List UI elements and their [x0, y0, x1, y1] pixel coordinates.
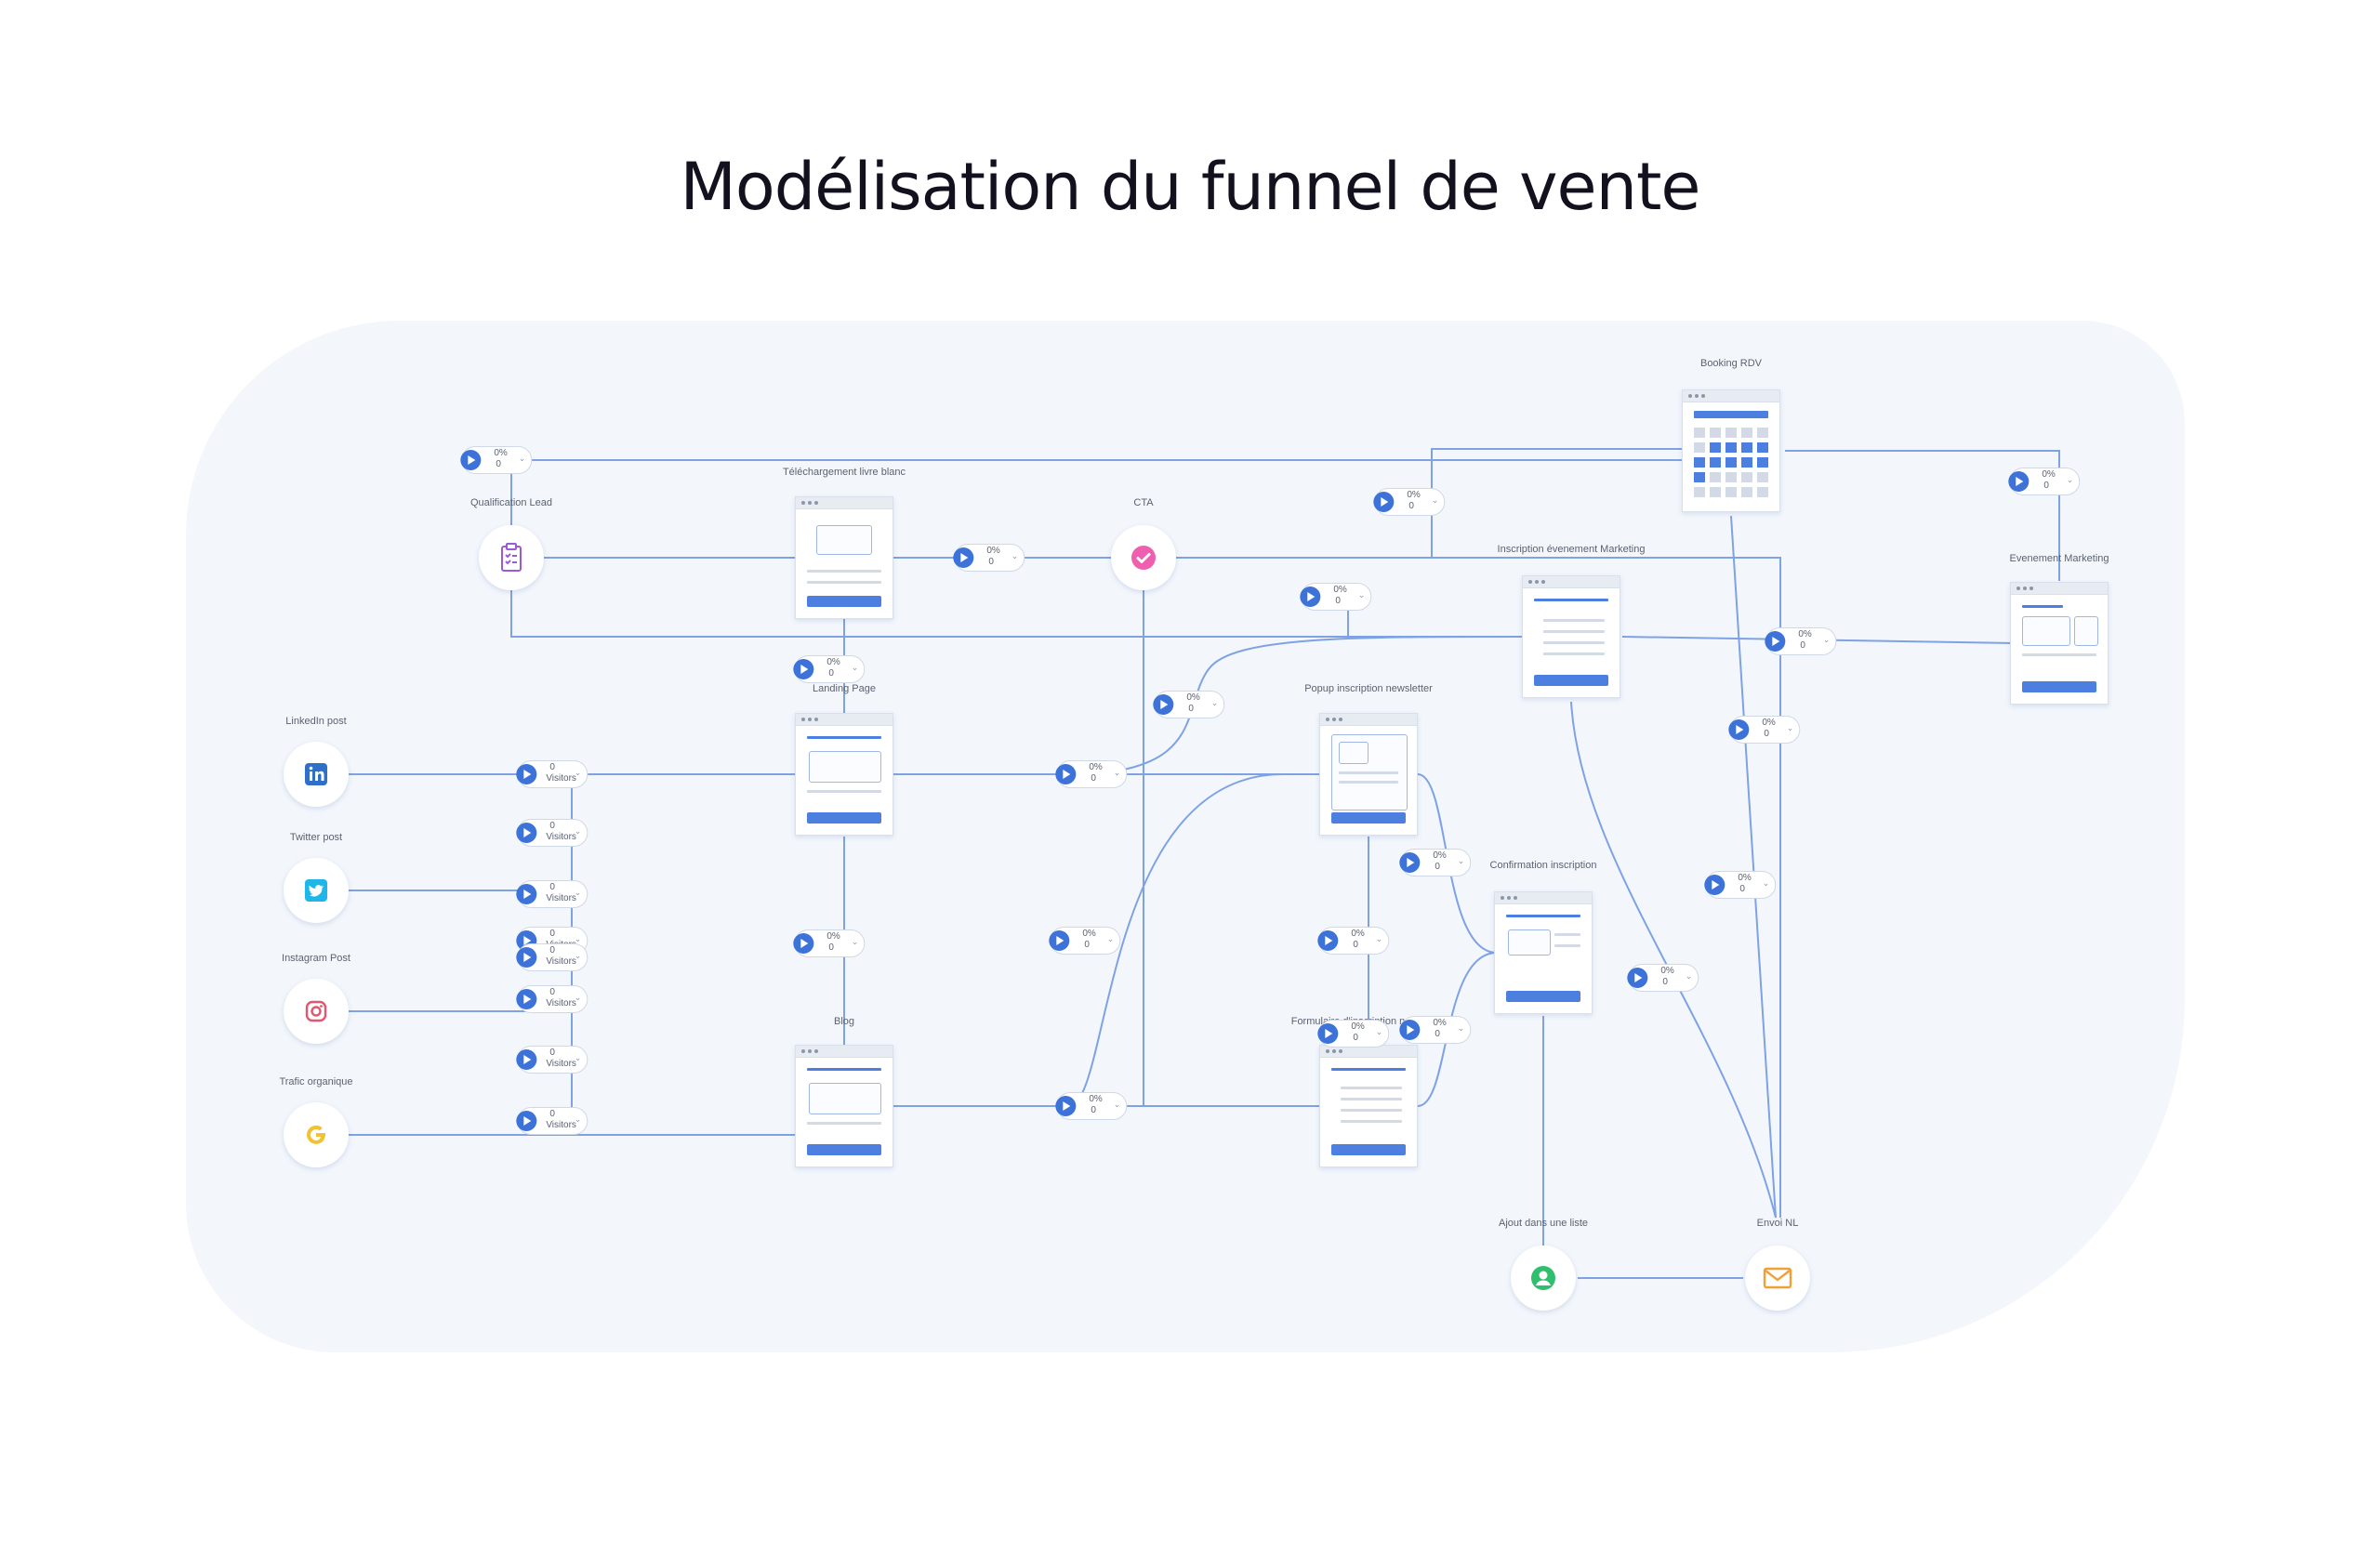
action-label: Qualification Lead [469, 497, 553, 508]
page-title: Modélisation du funnel de vente [680, 149, 1701, 225]
edge-blog-popup [1068, 773, 1284, 1107]
action-label: Ajout dans une liste [1498, 1218, 1589, 1229]
google-icon[interactable] [284, 1102, 349, 1167]
event-signup-page-thumbnail[interactable] [1522, 575, 1620, 698]
action-label: CTA [1133, 497, 1154, 508]
source-label: LinkedIn post [285, 716, 347, 727]
page-label: Inscription évenement Marketing [1497, 544, 1646, 555]
conversion-pill[interactable]: 0%0⌄ [1399, 1016, 1472, 1044]
conversion-pill[interactable]: 0%0⌄ [2008, 468, 2081, 495]
landing-page-thumbnail[interactable] [795, 713, 893, 836]
conversion-pill[interactable]: 0%0⌄ [1055, 1092, 1128, 1120]
page-label: Confirmation inscription [1489, 860, 1597, 871]
conversion-pill[interactable]: 0%0⌄ [1049, 927, 1121, 955]
source-label: Trafic organique [279, 1076, 353, 1087]
page-label: Blog [833, 1016, 855, 1027]
edge-event-signup-nl [1570, 701, 1777, 1219]
conversion-pill[interactable]: 0%0⌄ [1153, 691, 1225, 718]
conversion-pill[interactable]: 0%0⌄ [793, 655, 866, 683]
clipboard-checklist-icon[interactable] [479, 525, 544, 590]
edge-cta-right [1176, 557, 1781, 1218]
confirmation-page-thumbnail[interactable] [1494, 891, 1593, 1014]
event-page-thumbnail[interactable] [2010, 582, 2109, 705]
action-label: Envoi NL [1756, 1218, 1799, 1229]
page-label: Booking RDV [1699, 358, 1763, 369]
conversion-pill[interactable]: 0%0⌄ [793, 929, 866, 957]
download-page-thumbnail[interactable] [795, 496, 893, 619]
conversion-pill[interactable]: 0%0⌄ [1300, 583, 1372, 611]
conversion-pill[interactable]: 0%0⌄ [1055, 760, 1128, 788]
blog-page-thumbnail[interactable] [795, 1045, 893, 1167]
page-label: Popup inscription newsletter [1304, 683, 1433, 694]
conversion-pill[interactable]: 0%0⌄ [1704, 871, 1777, 899]
conversion-pill[interactable]: 0%0⌄ [1373, 488, 1446, 516]
form-page-thumbnail[interactable] [1319, 1045, 1418, 1167]
conversion-pill[interactable]: 0%0⌄ [1627, 964, 1699, 992]
conversion-pill[interactable]: 0%0⌄ [1399, 849, 1472, 876]
conversion-pill[interactable]: 0%0⌄ [1317, 927, 1390, 955]
calendar-grid-icon [1694, 428, 1768, 497]
page-label: Téléchargement livre blanc [782, 467, 906, 478]
booking-page-thumbnail[interactable] [1682, 389, 1780, 512]
edge-landing-event-signup [1068, 636, 1526, 775]
conversion-pill[interactable]: 0%0⌄ [1728, 716, 1801, 744]
instagram-icon[interactable] [284, 979, 349, 1044]
conversion-pill[interactable]: 0%0⌄ [460, 446, 533, 474]
twitter-icon[interactable] [284, 858, 349, 923]
check-circle-icon[interactable] [1111, 525, 1176, 590]
conversion-pill[interactable]: 0%0⌄ [1765, 627, 1837, 655]
conversion-pill[interactable]: 0%0⌄ [1317, 1020, 1390, 1048]
edge-cta-booking [1431, 448, 1687, 558]
source-label: Twitter post [289, 832, 343, 843]
edge-booking-nl [1730, 515, 1777, 1219]
edge-event-booking [1785, 450, 2060, 581]
page-label: Landing Page [813, 683, 876, 694]
envelope-icon[interactable] [1745, 1245, 1810, 1311]
page-label: Evenement Marketing [2009, 553, 2109, 564]
user-icon[interactable] [1511, 1245, 1576, 1311]
linkedin-icon[interactable] [284, 742, 349, 807]
popup-page-thumbnail[interactable] [1319, 713, 1418, 836]
edge-qualification-top [510, 459, 1687, 525]
source-label: Instagram Post [282, 953, 350, 964]
conversion-pill[interactable]: 0%0⌄ [953, 544, 1025, 572]
edge-qualification-bottom [510, 590, 1525, 638]
